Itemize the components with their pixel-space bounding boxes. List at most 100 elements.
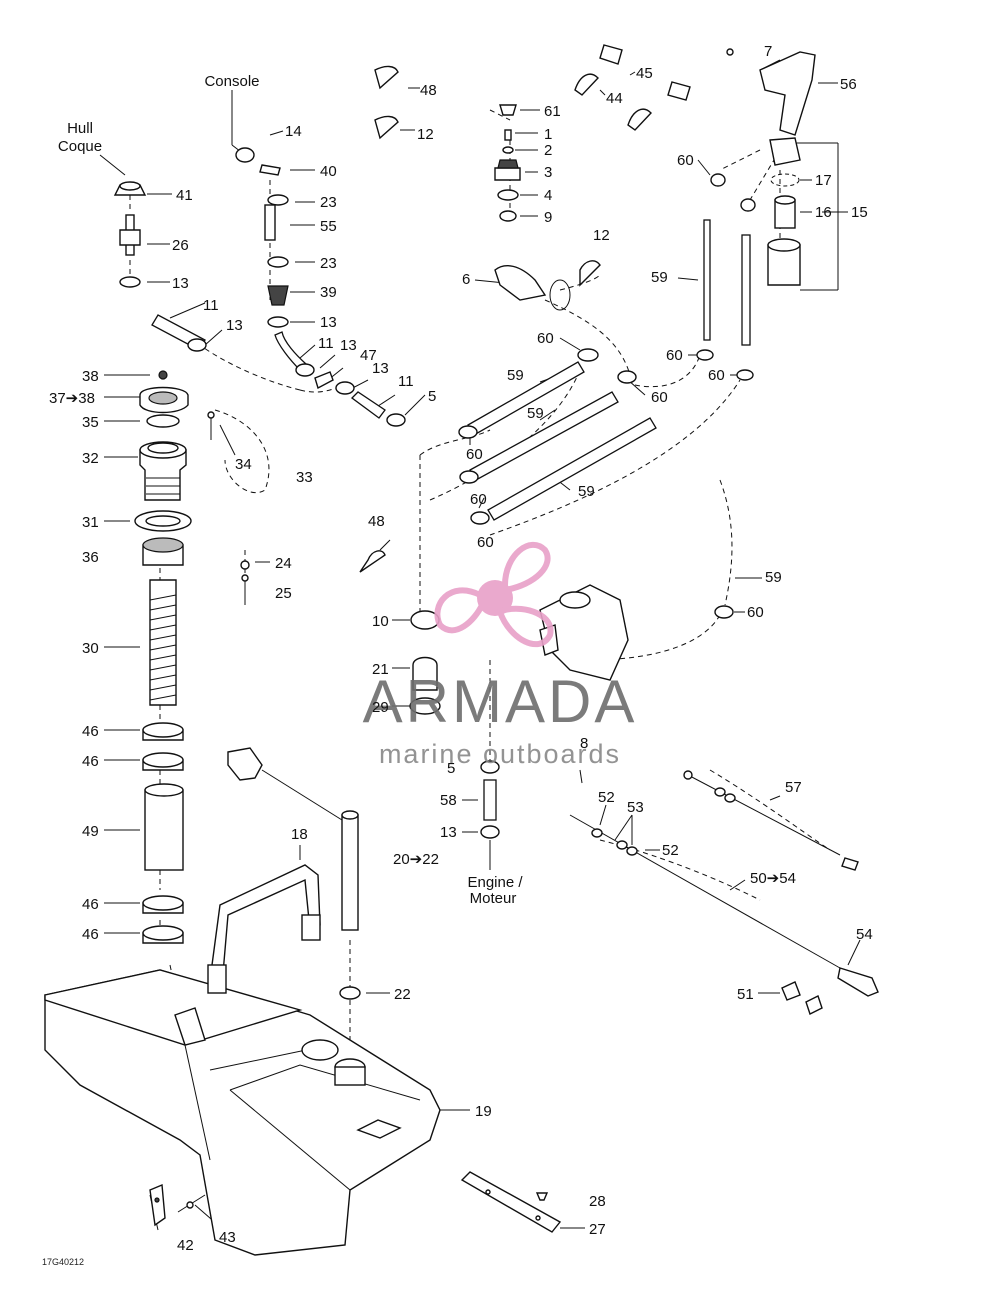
callout-49: 49 — [82, 823, 99, 840]
callout-29: 29 — [372, 699, 389, 716]
callout-57: 57 — [785, 779, 802, 796]
watermark-title: ARMADA — [363, 668, 638, 735]
callout-1: 1 — [544, 126, 552, 143]
callout-labels: 7 56 45 44 48 12 61 1 2 3 4 9 14 40 23 5… — [49, 43, 873, 1254]
vent-line-parts — [113, 65, 406, 573]
callout-48-top: 48 — [420, 82, 437, 99]
callout-20-22: 20➔22 — [393, 851, 439, 868]
fuel-valve-assembly — [409, 584, 629, 784]
callout-36: 36 — [82, 549, 99, 566]
callout-16: 16 — [815, 204, 832, 221]
callout-60-e: 60 — [651, 389, 668, 406]
callout-31: 31 — [82, 514, 99, 531]
callout-15: 15 — [851, 204, 868, 221]
corrugated-hose-ribs — [149, 594, 177, 701]
callout-60-i: 60 — [747, 604, 764, 621]
tank-strap — [207, 864, 321, 994]
callout-52-a: 52 — [598, 789, 615, 806]
callout-60-g: 60 — [470, 491, 487, 508]
engine-fuel-line — [480, 760, 500, 839]
callout-60-h: 60 — [477, 534, 494, 551]
callout-8: 8 — [580, 735, 588, 752]
callout-32: 32 — [82, 450, 99, 467]
callout-13-b: 13 — [172, 275, 189, 292]
callout-35: 35 — [82, 414, 99, 431]
callout-28: 28 — [589, 1193, 606, 1210]
callout-18: 18 — [291, 826, 308, 843]
callout-26: 26 — [172, 237, 189, 254]
callout-13-c: 13 — [226, 317, 243, 334]
callout-19: 19 — [475, 1103, 492, 1120]
callout-37-38: 37➔38 — [49, 390, 95, 407]
propeller-logo — [434, 542, 554, 648]
callout-2: 2 — [544, 142, 552, 159]
callout-38: 38 — [82, 368, 99, 385]
callout-44: 44 — [606, 90, 623, 107]
callout-42: 42 — [177, 1237, 194, 1254]
callout-54: 54 — [856, 926, 873, 943]
callout-41: 41 — [176, 187, 193, 204]
callout-17: 17 — [815, 172, 832, 189]
callout-48-mid: 48 — [368, 513, 385, 530]
callout-22: 22 — [394, 986, 411, 1003]
callout-12-b: 12 — [593, 227, 610, 244]
callout-46-d: 46 — [82, 926, 99, 943]
callout-60-b: 60 — [537, 330, 554, 347]
callout-52-b: 52 — [662, 842, 679, 859]
fuel-lines — [458, 264, 734, 619]
hull-label: Hull — [67, 120, 93, 137]
callout-60-d: 60 — [708, 367, 725, 384]
callout-6: 6 — [462, 271, 470, 288]
callout-61: 61 — [544, 103, 561, 120]
filler-neck-assembly — [134, 370, 250, 944]
callout-21: 21 — [372, 661, 389, 678]
callout-11-c: 11 — [398, 373, 414, 390]
callout-4: 4 — [544, 187, 552, 204]
fuel-tank — [44, 969, 441, 1256]
callout-27: 27 — [589, 1221, 606, 1238]
callout-12-top: 12 — [417, 126, 434, 143]
callout-11-b: 11 — [318, 335, 334, 352]
callout-9: 9 — [544, 209, 552, 226]
callout-59-e: 59 — [765, 569, 782, 586]
callout-39: 39 — [320, 284, 337, 301]
callout-34: 34 — [235, 456, 252, 473]
callout-5-b: 5 — [447, 760, 455, 777]
callout-46-c: 46 — [82, 896, 99, 913]
callout-43: 43 — [219, 1229, 236, 1246]
callout-45: 45 — [636, 65, 653, 82]
callout-40: 40 — [320, 163, 337, 180]
callout-7: 7 — [764, 43, 772, 60]
callout-60-a: 60 — [677, 152, 694, 169]
callout-53: 53 — [627, 799, 644, 816]
callout-30: 30 — [82, 640, 99, 657]
moteur-label: Moteur — [470, 890, 517, 907]
mounting-bracket — [460, 1171, 562, 1233]
sender-unit-parts — [494, 44, 691, 287]
callout-60-c: 60 — [666, 347, 683, 364]
callout-13-d: 13 — [340, 337, 357, 354]
callout-33: 33 — [296, 469, 313, 486]
callout-24: 24 — [275, 555, 292, 572]
callout-51: 51 — [737, 986, 754, 1003]
callout-59-d: 59 — [578, 483, 595, 500]
logo-blade-left — [434, 587, 486, 634]
callout-46-b: 46 — [82, 753, 99, 770]
callout-59-a: 59 — [651, 269, 668, 286]
callout-11-a: 11 — [203, 297, 219, 314]
callout-59-c: 59 — [527, 405, 544, 422]
callout-3: 3 — [544, 164, 552, 181]
callout-46-a: 46 — [82, 723, 99, 740]
callout-59-b: 59 — [507, 367, 524, 384]
gauge-sender-tube — [227, 747, 361, 1000]
watermark-subtitle: marine outboards — [379, 739, 621, 769]
hose-routing-lines — [129, 109, 831, 1060]
console-label: Console — [204, 73, 259, 90]
control-cable-assembly — [569, 770, 879, 1015]
leader-lines — [99, 59, 861, 1231]
callout-13-a: 13 — [320, 314, 337, 331]
callout-56: 56 — [840, 76, 857, 93]
watermark: ARMADA marine outboards — [363, 542, 638, 769]
callout-47: 47 — [360, 347, 377, 364]
